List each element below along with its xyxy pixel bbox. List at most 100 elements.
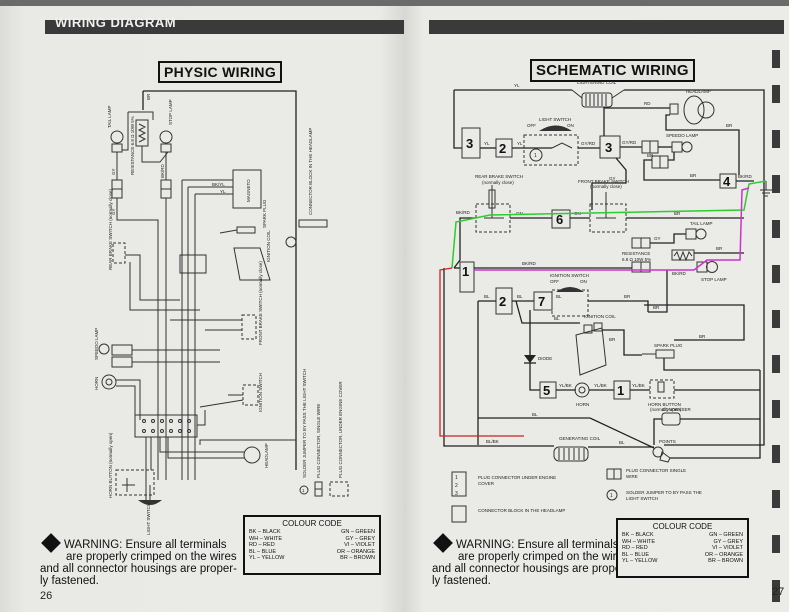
svg-text:2: 2 [499,141,506,156]
svg-text:SPARK PLUG: SPARK PLUG [654,343,683,348]
stop-lamp-icon [159,130,173,144]
svg-text:BL: BL [484,294,490,299]
solder-jumper-1 [529,148,543,162]
legend-connector-block [451,505,467,523]
colour-code-title: COLOUR CODE [652,522,713,531]
svg-text:BR: BR [146,93,151,100]
svg-text:IGNITION SWITCH: IGNITION SWITCH [258,373,263,412]
stop-lamp-socket [160,143,172,153]
tail-lamp-icon [110,130,124,144]
svg-text:YL/BK: YL/BK [594,383,607,388]
svg-text:HORN BUTTON: HORN BUTTON [648,402,681,407]
svg-text:IGNITION COIL: IGNITION COIL [584,314,616,319]
resistance-icon [671,249,695,261]
generating-coil-icon [553,446,589,462]
top-strip [404,0,789,6]
svg-text:FRONT BRAKE SWITCH: FRONT BRAKE SWITCH [578,179,629,184]
svg-text:ON: ON [567,123,574,128]
svg-text:HORN: HORN [576,402,589,407]
main-multi-connector [134,414,198,438]
svg-text:YL: YL [220,189,226,194]
page-number: 26 [40,590,53,602]
svg-text:7: 7 [538,294,545,309]
svg-text:6.8 Ω 10W 5%: 6.8 Ω 10W 5% [622,257,651,262]
svg-text:BR: BR [624,294,631,299]
svg-text:1: 1 [462,264,469,279]
svg-text:LIGHTENING COIL: LIGHTENING COIL [577,80,617,85]
stop-lamp-icon [706,261,718,273]
svg-text:BL: BL [556,294,562,299]
resistance-icon [135,119,149,147]
svg-text:RD: RD [644,101,651,106]
horn-icon [574,382,590,398]
svg-text:MAGNETO: MAGNETO [246,179,251,202]
connector-pins [142,419,191,433]
svg-text:1: 1 [302,488,305,493]
green-highlight-wire [451,180,767,269]
svg-text:GY/RD: GY/RD [622,140,637,145]
horn-icon [101,374,117,390]
magneto-icon [232,169,262,209]
svg-text:CONNECTOR BLOCK IN THE HEADLAM: CONNECTOR BLOCK IN THE HEADLAMP [308,128,313,215]
svg-text:(normally close): (normally close) [590,184,622,189]
top-strip [0,0,404,6]
connector-6 [551,209,571,229]
points-icon [652,446,671,463]
svg-text:IGNITION SWITCH: IGNITION SWITCH [550,273,589,278]
diode-icon [524,355,536,363]
tail-lamp-icon [695,228,707,240]
svg-text:SPARK PLUG: SPARK PLUG [262,199,267,228]
speedo-lamp-icon [98,343,110,355]
edge-tab [772,400,780,418]
svg-text:1: 1 [455,475,458,481]
svg-text:GY: GY [654,236,661,241]
svg-text:BL/BK: BL/BK [486,439,499,444]
colour-code-title: COLOUR CODE [282,519,342,528]
right-page: SCHEMATIC WIRING YL LIGHTENING COIL 3 YL… [404,0,789,612]
svg-text:2: 2 [455,483,458,489]
svg-text:4: 4 [723,174,731,189]
svg-text:3: 3 [455,491,458,497]
svg-text:YL: YL [484,141,490,146]
ground-icon [760,181,772,197]
svg-text:HEADLAMP: HEADLAMP [686,89,711,94]
edge-tab [772,85,780,103]
svg-text:YL: YL [517,141,523,146]
svg-text:1: 1 [610,493,613,499]
speedo-lamp-icon [681,141,693,153]
ignition-coil-icon [575,322,607,376]
edge-tab [772,535,780,553]
solder-jumper-symbol [299,485,309,495]
svg-text:HORN BUTTON (normally open): HORN BUTTON (normally open) [108,432,113,498]
schematic-wiring-diagram: YL LIGHTENING COIL 3 YL 2 YL LIGHT SWITC… [439,80,772,523]
wire-frame-right [624,89,765,446]
svg-text:YL/BK: YL/BK [559,383,572,388]
violet-highlight-wire [474,187,750,271]
tail-lamp-socket [685,228,697,240]
wire-br-frame [143,90,297,470]
legend-plug-connector-engine: 1 2 3 [451,471,467,497]
warning-note: WARNING: Ensure all terminals are proper… [40,533,250,587]
edge-tab [772,580,780,602]
legend-plug-connector-engine-text: PLUG CONNECTOR UNDER ENGINE COVER [478,475,557,486]
spark-plug-icon [642,349,675,359]
warning-icon [433,533,453,553]
edge-tab [772,445,780,463]
svg-text:GENERATING COIL: GENERATING COIL [559,436,601,441]
wire-yl-outer [453,90,462,149]
headlamp-icon [243,446,261,464]
edge-tab [772,175,780,193]
svg-text:TAIL LAMP: TAIL LAMP [690,221,713,226]
svg-text:BK/RD: BK/RD [522,261,537,266]
edge-tab [772,310,780,328]
svg-text:SOLDER JUMPER TO BY PASS THE L: SOLDER JUMPER TO BY PASS THE LIGHT SWITC… [302,369,307,478]
ignition-coil-icon [233,247,271,281]
legend-connector-block-text: CONNECTOR BLOCK IN THE HEADLAMP [478,508,566,513]
svg-text:PLUG CONNECTOR, SINGLE WIRE: PLUG CONNECTOR, SINGLE WIRE [316,404,321,478]
svg-text:STOP LAMP: STOP LAMP [701,277,727,282]
edge-tab [772,50,780,68]
svg-text:SPEEDO LAMP: SPEEDO LAMP [94,328,99,360]
svg-text:ON: ON [580,279,587,284]
svg-text:BR: BR [653,305,660,310]
